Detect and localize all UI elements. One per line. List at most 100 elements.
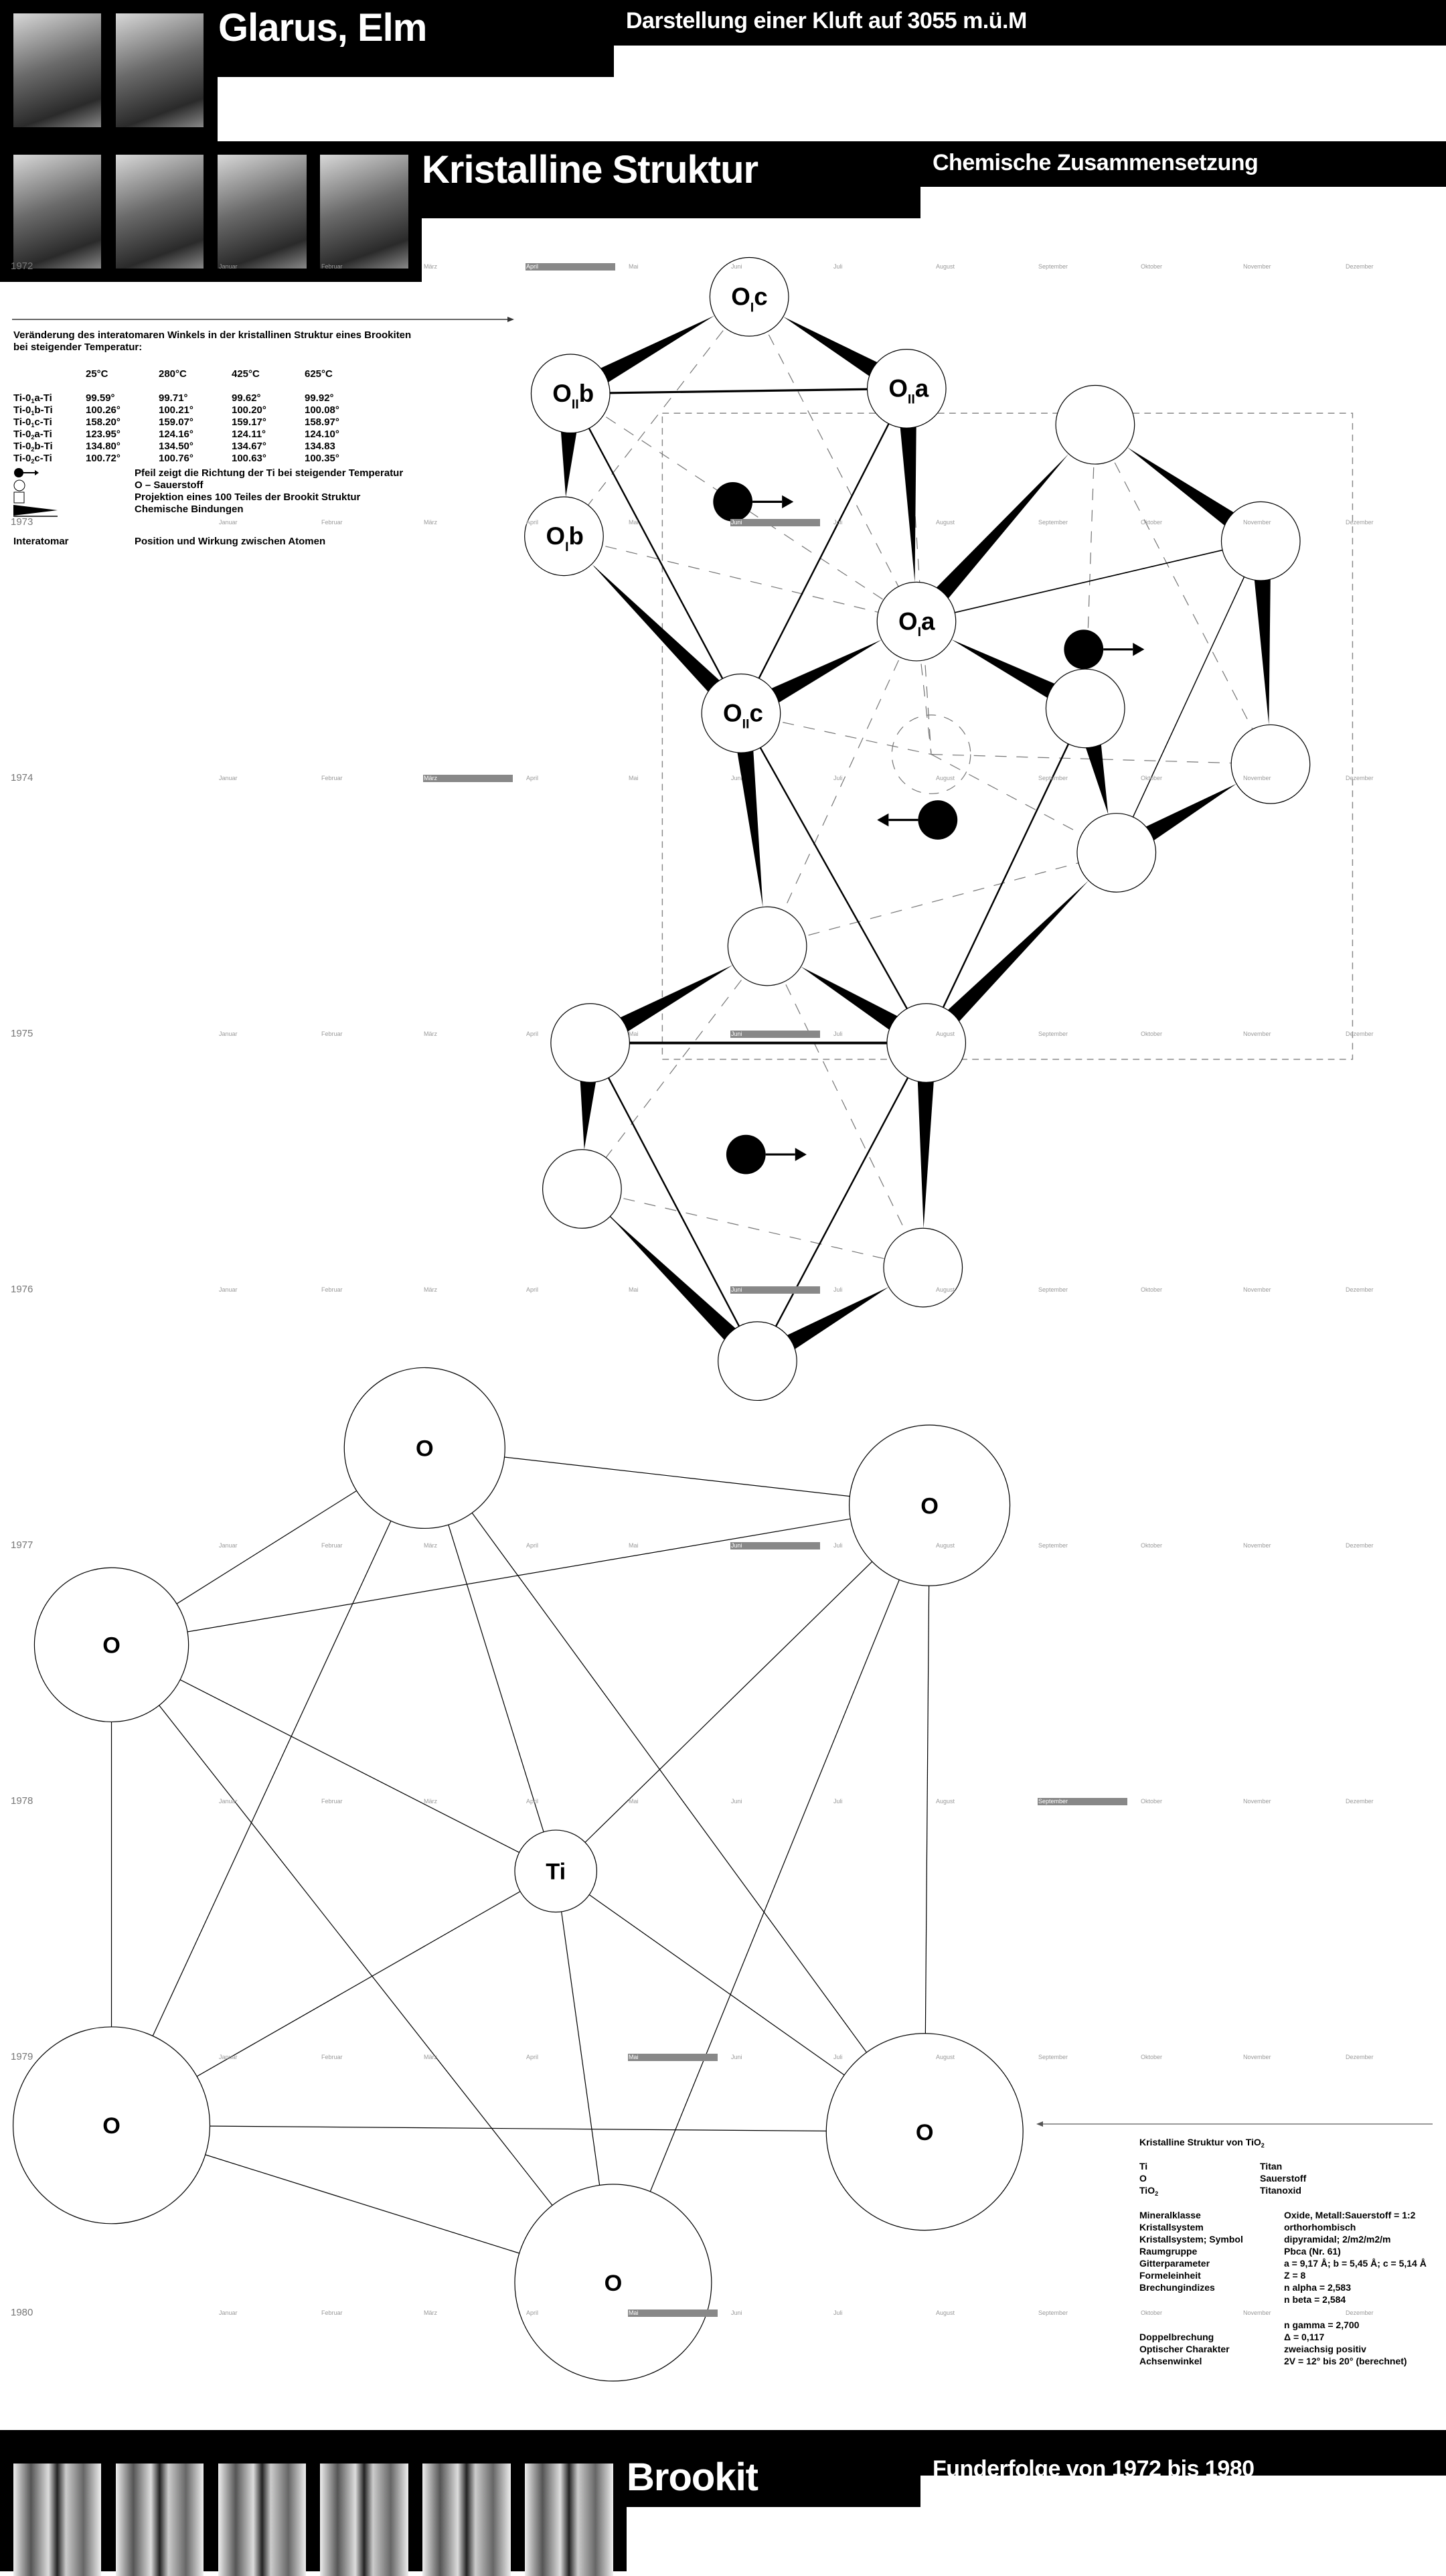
month-label: Januar — [219, 1031, 238, 1037]
month-label-highlighted: Mai — [628, 2309, 718, 2317]
year-label: 1975 — [11, 1028, 33, 1039]
angle-value: 124.10° — [305, 429, 339, 440]
month-label: April — [526, 775, 539, 781]
temperature-header: 625°C — [305, 368, 333, 380]
angle-value: 100.26° — [86, 404, 120, 416]
hidden-oxygen-atom — [891, 714, 971, 794]
year-label: 1979 — [11, 2051, 33, 2062]
direction-arrow — [12, 317, 514, 322]
oxygen-atom — [718, 1321, 797, 1401]
month-label: März — [424, 1542, 437, 1549]
property-label: Brechungindizes — [1139, 2282, 1215, 2293]
oxygen-atom — [343, 1367, 505, 1529]
molecule-bond-line — [111, 1644, 614, 2283]
month-label: Januar — [219, 263, 238, 270]
atom-symbol: O — [546, 522, 566, 550]
bond-line — [740, 712, 927, 1044]
month-label: April — [526, 1542, 539, 1549]
chemical-bond-wedge — [783, 316, 880, 378]
chemical-bond-wedge — [1127, 447, 1237, 528]
oxygen-label: O — [916, 2120, 934, 2145]
chemical-bond-wedge — [934, 453, 1069, 601]
month-label: Juli — [833, 1286, 843, 1293]
chemical-bond-wedge — [610, 1216, 738, 1343]
property-label: Optischer Charakter — [1139, 2344, 1230, 2354]
symbol: Ti — [1139, 2161, 1148, 2172]
atom-subscript: II — [908, 392, 915, 406]
oxygen-label: O — [416, 1436, 434, 1462]
atom-symbol: O — [723, 700, 742, 727]
hidden-bond-line — [767, 945, 924, 1268]
brookite-crystal-photo — [13, 2464, 101, 2576]
month-label: November — [1243, 1286, 1271, 1293]
month-label: Februar — [321, 263, 343, 270]
property-label: Mineralklasse — [1139, 2210, 1201, 2220]
month-label: November — [1243, 519, 1271, 526]
crystal-surface-photo — [320, 155, 408, 269]
bond-prefix: Ti-0 — [13, 416, 31, 428]
oxygen-atom — [1045, 668, 1125, 749]
location-title: Glarus, Elm — [218, 6, 427, 50]
month-label: Februar — [321, 1798, 343, 1805]
month-label: Dezember — [1346, 519, 1374, 526]
year-label: 1974 — [11, 772, 33, 783]
month-label-highlighted: Juni — [730, 1542, 820, 1549]
angle-value: 99.71° — [159, 392, 188, 404]
oxygen-atom — [542, 1149, 622, 1229]
hidden-bond-line — [767, 621, 917, 947]
element-symbol: TiO2 — [1139, 2184, 1158, 2200]
chemical-bond-wedge — [784, 1286, 889, 1351]
month-label: Dezember — [1346, 2054, 1374, 2060]
month-label: Dezember — [1346, 1031, 1374, 1037]
oxygen-atom — [866, 349, 947, 429]
location-subtitle: Darstellung einer Kluft auf 3055 m.ü.M — [626, 8, 1027, 33]
oxygen-atom — [825, 2033, 1024, 2231]
element-name: Titanoxid — [1260, 2185, 1301, 2196]
month-label: Januar — [219, 1542, 238, 1549]
chemical-bond-wedge — [592, 564, 722, 694]
molecule-bond-line — [613, 1505, 931, 2283]
bond-label: Ti-02b-Ti — [13, 441, 53, 455]
month-label: März — [424, 263, 437, 270]
month-label: Juli — [833, 775, 843, 781]
molecule-bond-line — [424, 1448, 925, 2133]
month-label: Oktober — [1141, 1542, 1163, 1549]
month-label: März — [424, 1798, 437, 1805]
atom-suffix: a — [915, 375, 929, 402]
year-label: 1976 — [11, 1284, 33, 1295]
month-label: Juni — [731, 263, 742, 270]
angle-value: 158.97° — [305, 416, 339, 428]
atom-suffix: c — [754, 283, 767, 311]
oxygen-atom — [848, 1424, 1011, 1586]
angle-value: 134.67° — [232, 441, 266, 452]
month-label: Februar — [321, 1286, 343, 1293]
bond-label: Ti-02a-Ti — [13, 429, 52, 443]
bond-subscript: 1 — [31, 398, 35, 404]
location-title-block — [218, 0, 614, 77]
molecule-bond-line — [111, 2125, 925, 2133]
bond-line — [756, 1042, 927, 1362]
angle-value: 100.72° — [86, 453, 120, 464]
angle-value: 134.50° — [159, 441, 193, 452]
titanium-atom — [726, 1134, 766, 1175]
angles-heading: Veränderung des interatomaren Winkels in… — [13, 329, 412, 341]
month-label: Oktober — [1141, 1286, 1163, 1293]
legend-text: Chemische Bindungen — [135, 504, 244, 515]
brookite-crystal-photo — [218, 2464, 306, 2576]
property-value: 2V = 12° bis 20° (berechnet) — [1284, 2356, 1407, 2366]
symbol-subscript: 2 — [1155, 2190, 1159, 2197]
oxygen-atom — [530, 354, 611, 434]
oxygen-atom — [709, 256, 789, 337]
property-label: Gitterparameter — [1139, 2258, 1210, 2269]
temperature-header: 425°C — [232, 368, 260, 380]
bond-subscript: 1 — [31, 410, 35, 416]
month-label-highlighted: Juni — [730, 519, 820, 526]
month-label: August — [936, 2309, 955, 2316]
angle-value: 100.20° — [232, 404, 266, 416]
crystal-surface-photo — [218, 155, 307, 269]
bond-suffix: c-Ti — [34, 453, 52, 464]
bond-line — [1116, 540, 1261, 853]
angle-value: 124.16° — [159, 429, 193, 440]
month-label: März — [424, 1286, 437, 1293]
chemical-bond-wedge — [597, 315, 715, 384]
